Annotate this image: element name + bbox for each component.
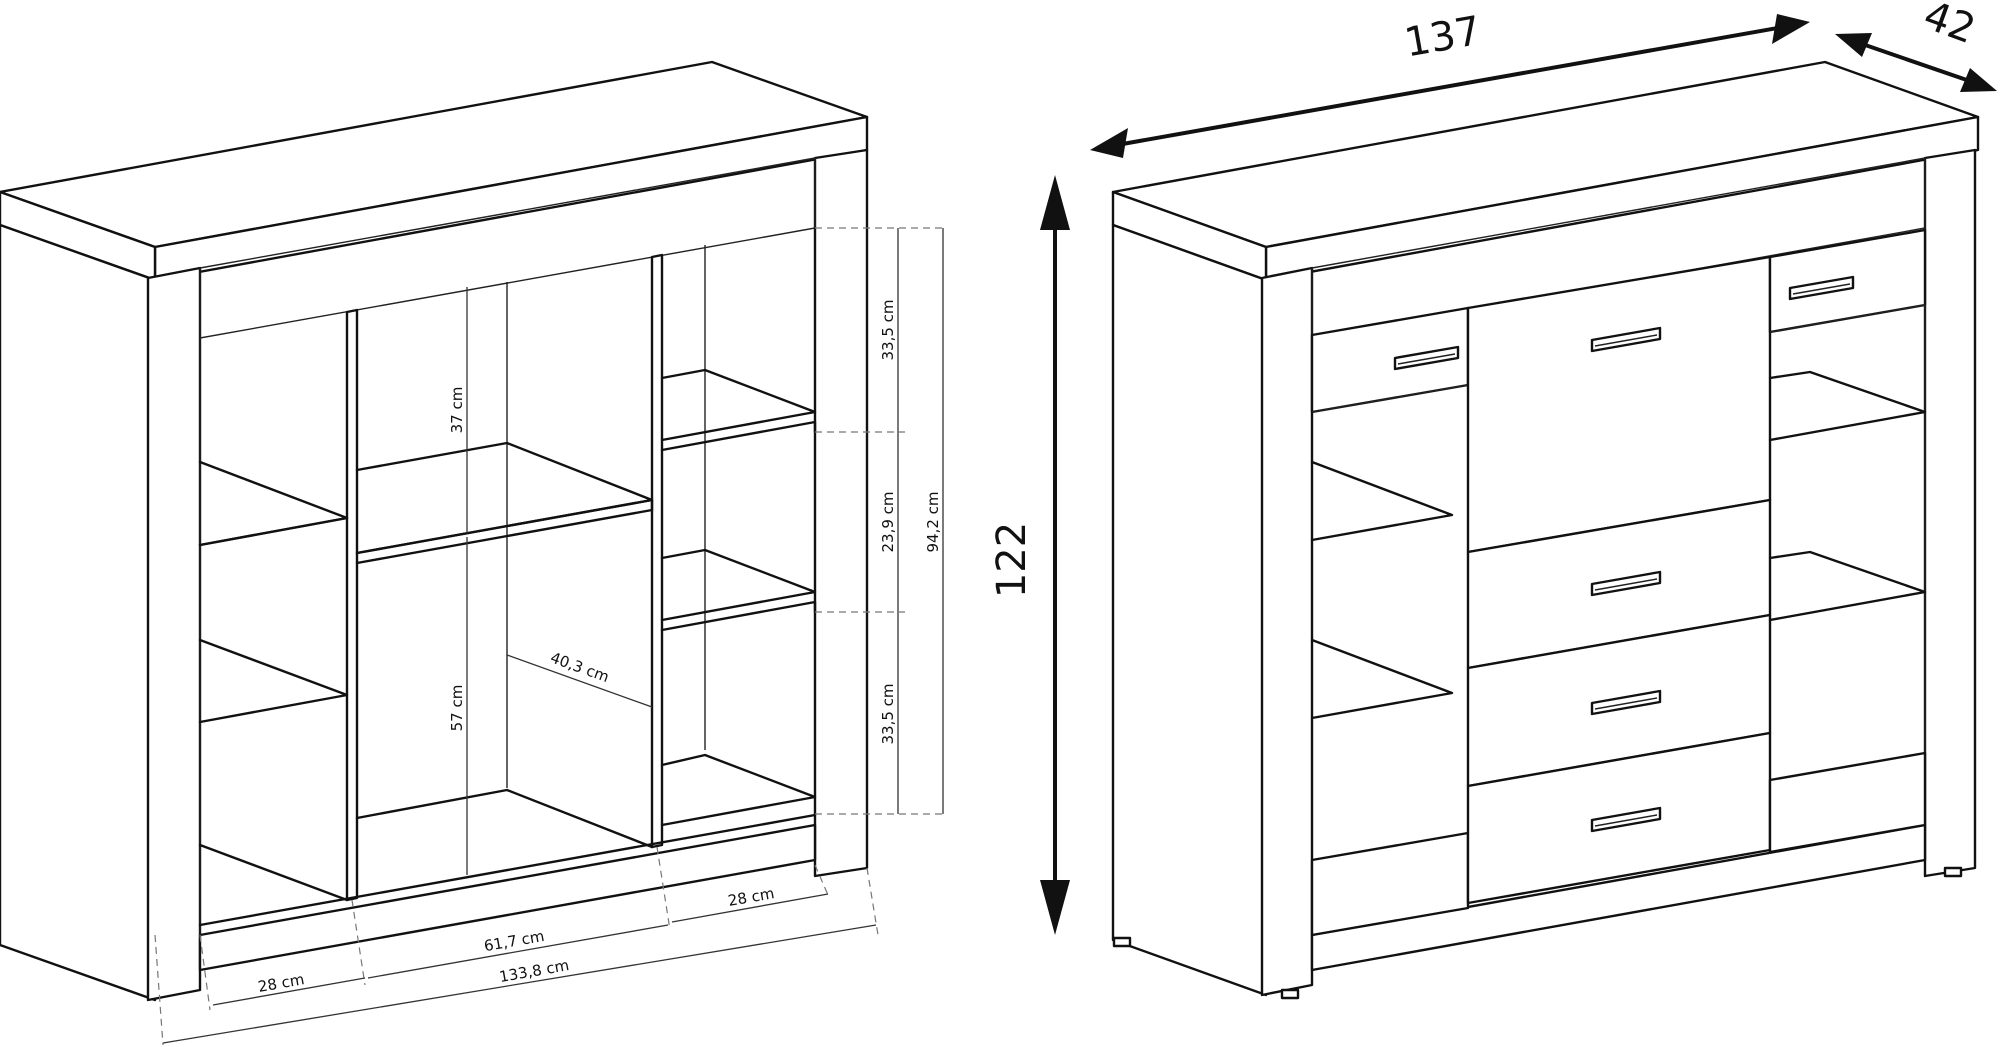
mid-shelf-front: [355, 498, 654, 565]
dim-28a-line: [212, 977, 366, 1006]
handle-right-top: [1788, 275, 1855, 301]
dim-1338-line: [162, 924, 877, 1044]
left-glass-shelf-1: [1310, 460, 1454, 542]
left-bottom-drawer: [1310, 831, 1470, 937]
left-bottom-floor: [198, 843, 349, 902]
left-divider-1: [345, 308, 359, 902]
dim-28a-label: 28 cm: [257, 970, 306, 996]
dim-335a-label: 33,5 cm: [879, 299, 897, 360]
right-floor: [660, 753, 817, 827]
right-glass-shelf-1: [1768, 370, 1927, 442]
foot-right: [1943, 866, 1963, 878]
dim-239-label: 23,9 cm: [879, 491, 897, 552]
right-front-left-post: [1260, 266, 1314, 997]
ext-v5: [814, 864, 829, 896]
dim-28b-line: [671, 893, 829, 923]
right-sideboard: [1111, 60, 1980, 1000]
left-floor-front: [198, 813, 817, 927]
right-bottom-drawer: [1768, 751, 1927, 854]
ext-v4: [656, 846, 671, 931]
arrowhead-width-right: [1772, 14, 1810, 44]
handle-center-3: [1590, 806, 1662, 833]
dim-57-label: 57 cm: [448, 685, 466, 732]
dim-335b-label: 33,5 cm: [879, 683, 897, 744]
right-side-panel: [1111, 223, 1268, 997]
left-plinth: [198, 823, 817, 972]
foot-center: [1280, 988, 1300, 1000]
mid-floor: [355, 788, 654, 849]
handle-center-2: [1590, 689, 1662, 716]
arrow-width: [1098, 22, 1802, 150]
arrowhead-height-top: [1040, 175, 1070, 230]
arrowhead-depth-right: [1960, 68, 1997, 92]
left-sideboard: [0, 60, 869, 1002]
left-front-edge: [146, 266, 202, 1002]
dim-37-label: 37 cm: [448, 387, 466, 434]
right-shelf-2-front: [660, 600, 817, 632]
foot-left: [1112, 936, 1132, 948]
left-shelf-2: [198, 638, 349, 724]
arrowhead-depth-left: [1835, 33, 1872, 57]
dim-403-line: [506, 654, 653, 708]
dim-617-label: 61,7 cm: [483, 927, 546, 955]
right-top-rail: [1311, 157, 1926, 339]
right-plinth: [1310, 823, 1927, 972]
left-glass-shelf-2: [1310, 638, 1454, 720]
height-label: 122: [989, 522, 1035, 598]
right-glass-door: [1769, 304, 1926, 789]
right-shelf-2: [660, 548, 817, 622]
arrowhead-height-bottom: [1040, 880, 1070, 935]
right-front-right-post: [1923, 148, 1977, 878]
dim-28b-label: 28 cm: [727, 884, 776, 910]
dim-942-label: 94,2 cm: [924, 491, 942, 552]
right-dimensions: 137 42 122: [989, 0, 1997, 935]
handle-center-1: [1590, 570, 1662, 597]
left-right-post: [813, 148, 869, 878]
right-shelf-1-front: [660, 420, 817, 452]
arrowhead-width-left: [1090, 128, 1128, 158]
left-divider-2: [650, 253, 664, 849]
width-label: 137: [1401, 8, 1484, 67]
right-glass-shelf-2: [1768, 550, 1927, 622]
depth-label: 42: [1918, 0, 1982, 53]
right-shelf-1: [660, 368, 817, 442]
left-glass-door: [1311, 384, 1469, 869]
handle-center-flap: [1590, 326, 1662, 353]
ext-v3: [351, 899, 366, 986]
ext-v1: [154, 934, 164, 1046]
dim-617-line: [367, 924, 669, 979]
left-side-panel: [0, 223, 157, 1002]
handle-left-top: [1393, 345, 1460, 371]
left-shelf-1-front: [198, 516, 349, 547]
ext-v2: [199, 934, 211, 1011]
